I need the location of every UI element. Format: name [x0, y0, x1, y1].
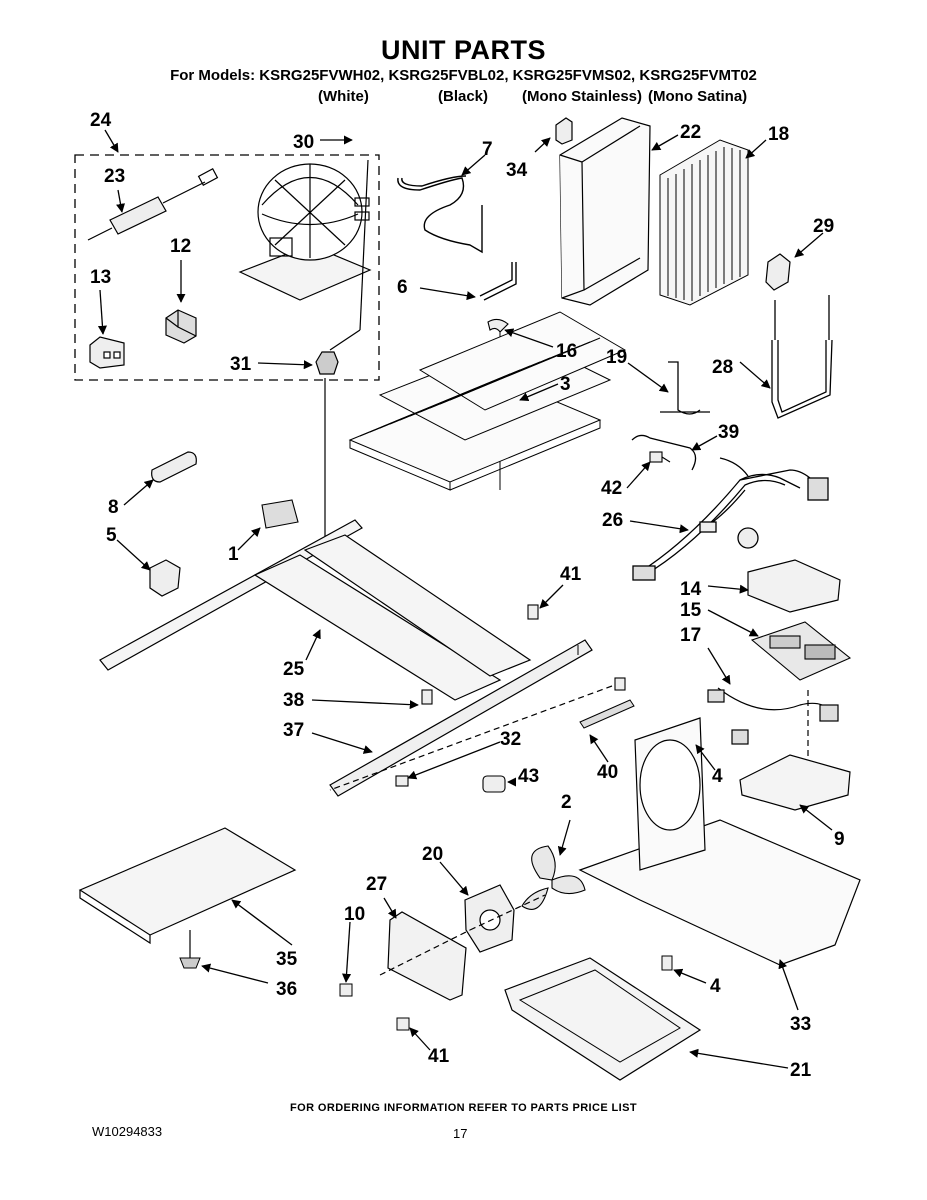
callout-29: 29: [813, 216, 834, 237]
callout-26: 26: [602, 510, 623, 531]
callout-3: 3: [560, 374, 571, 395]
strip-37-drawing: [329, 639, 593, 797]
color-mono-satina: (Mono Satina): [648, 88, 748, 105]
callout-30: 30: [293, 132, 314, 153]
wire-39-drawing: [631, 434, 697, 471]
clip-29-drawing: [765, 253, 791, 291]
callout-20: 20: [422, 844, 443, 865]
screw-42-drawing: [649, 451, 671, 463]
grommet-drawing: [315, 159, 369, 545]
document-id: W10294833: [92, 1124, 163, 1139]
color-mono-stainless: (Mono Stainless): [522, 88, 643, 105]
callout-2: 2: [561, 792, 572, 813]
pad-35-drawing: [78, 827, 297, 936]
base-33-drawing: [578, 717, 861, 966]
tie-40-drawing: [579, 699, 635, 729]
callout-36: 36: [276, 979, 297, 1000]
tube-28-drawing: [771, 295, 833, 419]
callout-31: 31: [230, 354, 252, 375]
foot-36-drawing: [179, 957, 201, 969]
dashed-assembly-lines: [329, 685, 809, 976]
plug-43-drawing: [482, 775, 506, 793]
callout-35: 35: [276, 949, 298, 970]
kit-box-outline: [74, 154, 380, 381]
ordering-note: FOR ORDERING INFORMATION REFER TO PARTS …: [290, 1102, 637, 1114]
page-number: 17: [453, 1126, 468, 1141]
callout-42: 42: [601, 478, 622, 499]
callout-7: 7: [482, 139, 493, 160]
compressor-drawing: [238, 163, 372, 301]
callout-37: 37: [283, 720, 304, 741]
pad-1-drawing: [261, 499, 299, 529]
callout-21: 21: [790, 1060, 812, 1081]
callout-18: 18: [768, 124, 789, 145]
clip-drawing: [555, 117, 573, 145]
callout-15: 15: [680, 600, 702, 621]
callout-4-bottom: 4: [710, 976, 721, 997]
callout-43: 43: [518, 766, 539, 787]
callout-39: 39: [718, 422, 739, 443]
condenser-cover-drawing: [559, 117, 651, 306]
bracket-19-drawing: [660, 361, 710, 415]
control-box-drawing: [747, 559, 841, 613]
rails-drawing: [99, 519, 532, 701]
page-title: UNIT PARTS: [381, 35, 546, 65]
drier-drawing: [87, 168, 219, 241]
screws-drawing: [395, 604, 626, 787]
evaporator-drawing: [348, 311, 627, 491]
callout-41-top: 41: [560, 564, 582, 585]
callout-38: 38: [283, 690, 304, 711]
callout-9: 9: [834, 829, 845, 850]
callout-12: 12: [170, 236, 191, 257]
callout-16: 16: [556, 341, 577, 362]
callout-19: 19: [606, 347, 627, 368]
callout-1: 1: [228, 544, 239, 565]
relay-drawing: [89, 336, 125, 369]
callout-33: 33: [790, 1014, 811, 1035]
callout-10: 10: [344, 904, 365, 925]
callout-6: 6: [397, 277, 408, 298]
tubing-drawing: [397, 175, 517, 301]
screw-10-drawing: [339, 983, 353, 997]
callout-32: 32: [500, 729, 521, 750]
overload-drawing: [165, 309, 197, 344]
bracket-27-drawing: [387, 911, 467, 1001]
color-white: (White): [318, 88, 369, 105]
color-black: (Black): [438, 88, 489, 105]
screw-4b-drawing: [661, 955, 673, 971]
callout-24: 24: [90, 110, 112, 131]
harness-drawing: [632, 457, 829, 581]
callout-13: 13: [90, 267, 111, 288]
callout-5: 5: [106, 525, 117, 546]
fan-motor-drawing: [464, 884, 515, 953]
callout-40: 40: [597, 762, 618, 783]
condenser-drawing: [659, 139, 749, 306]
models-line: For Models: KSRG25FVWH02, KSRG25FVBL02, …: [170, 67, 757, 84]
callout-28: 28: [712, 357, 733, 378]
callout-27: 27: [366, 874, 387, 895]
callout-34: 34: [506, 160, 528, 181]
control-board-drawing: [750, 621, 852, 681]
tube-8-drawing: [151, 451, 197, 483]
callout-22: 22: [680, 122, 701, 143]
clip-5-drawing: [149, 559, 181, 597]
screw-41-drawing: [396, 1017, 410, 1031]
callout-14: 14: [680, 579, 702, 600]
drain-pan-drawing: [504, 957, 702, 1081]
callout-8: 8: [108, 497, 119, 518]
callout-numbers: 24 30 7 22 18 23 34 12 29 13 6 31 16 19 …: [90, 110, 845, 1081]
fan-blade-drawing: [521, 845, 586, 910]
leader-lines: [97, 129, 833, 1069]
tray-9-drawing: [739, 754, 851, 811]
callout-17: 17: [680, 625, 701, 646]
callout-23: 23: [104, 166, 125, 187]
callout-4-top: 4: [712, 766, 723, 787]
callout-41-bottom: 41: [428, 1046, 450, 1067]
harness-17-drawing: [707, 687, 839, 745]
callout-25: 25: [283, 659, 305, 680]
